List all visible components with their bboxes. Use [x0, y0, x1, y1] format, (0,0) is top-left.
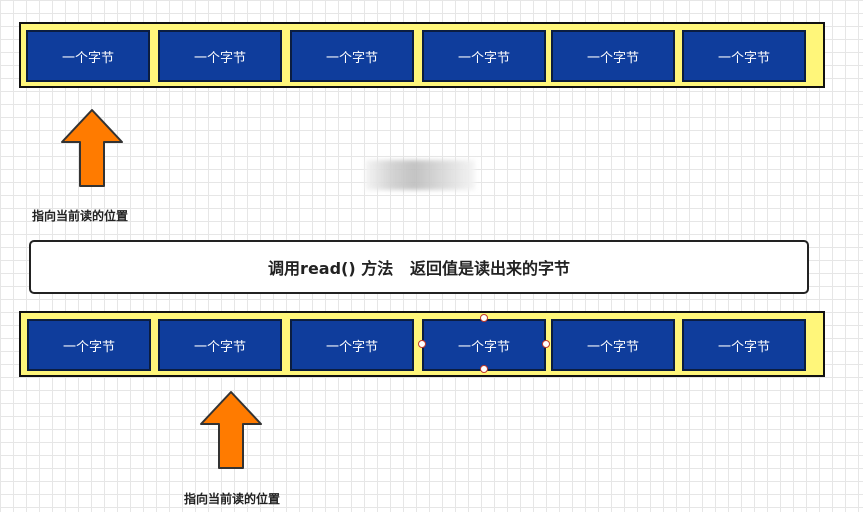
caption-text: 调用read() 方法 返回值是读出来的字节 [268, 259, 570, 278]
up-arrow-icon [61, 109, 123, 187]
pointer-label-top: 指向当前读的位置 [32, 209, 129, 223]
byte-cell[interactable]: 一个字节 [682, 319, 806, 371]
byte-cell[interactable]: 一个字节 [551, 319, 675, 371]
byte-row-bottom: 一个字节 一个字节 一个字节 一个字节 一个字节 一个字节 [19, 311, 825, 377]
selection-handle-top[interactable] [480, 314, 488, 322]
caption-box[interactable]: 调用read() 方法 返回值是读出来的字节 [29, 240, 809, 294]
up-arrow-icon [200, 391, 262, 469]
byte-cell[interactable]: 一个字节 [290, 30, 414, 82]
byte-cell[interactable]: 一个字节 [290, 319, 414, 371]
byte-cell[interactable]: 一个字节 [26, 30, 150, 82]
byte-cell[interactable]: 一个字节 [158, 30, 282, 82]
byte-row-top: 一个字节 一个字节 一个字节 一个字节 一个字节 一个字节 [19, 22, 825, 88]
selection-handle-right[interactable] [542, 340, 550, 348]
byte-cell[interactable]: 一个字节 [27, 319, 151, 371]
byte-cell[interactable]: 一个字节 [682, 30, 806, 82]
byte-cell[interactable]: 一个字节 [158, 319, 282, 371]
byte-cell-selected[interactable]: 一个字节 [422, 319, 546, 371]
selection-handle-left[interactable] [418, 340, 426, 348]
blurred-watermark [365, 160, 475, 190]
pointer-label-bottom: 指向当前读的位置 [184, 492, 281, 506]
byte-cell[interactable]: 一个字节 [422, 30, 546, 82]
byte-cell[interactable]: 一个字节 [551, 30, 675, 82]
selection-handle-bottom[interactable] [480, 365, 488, 373]
